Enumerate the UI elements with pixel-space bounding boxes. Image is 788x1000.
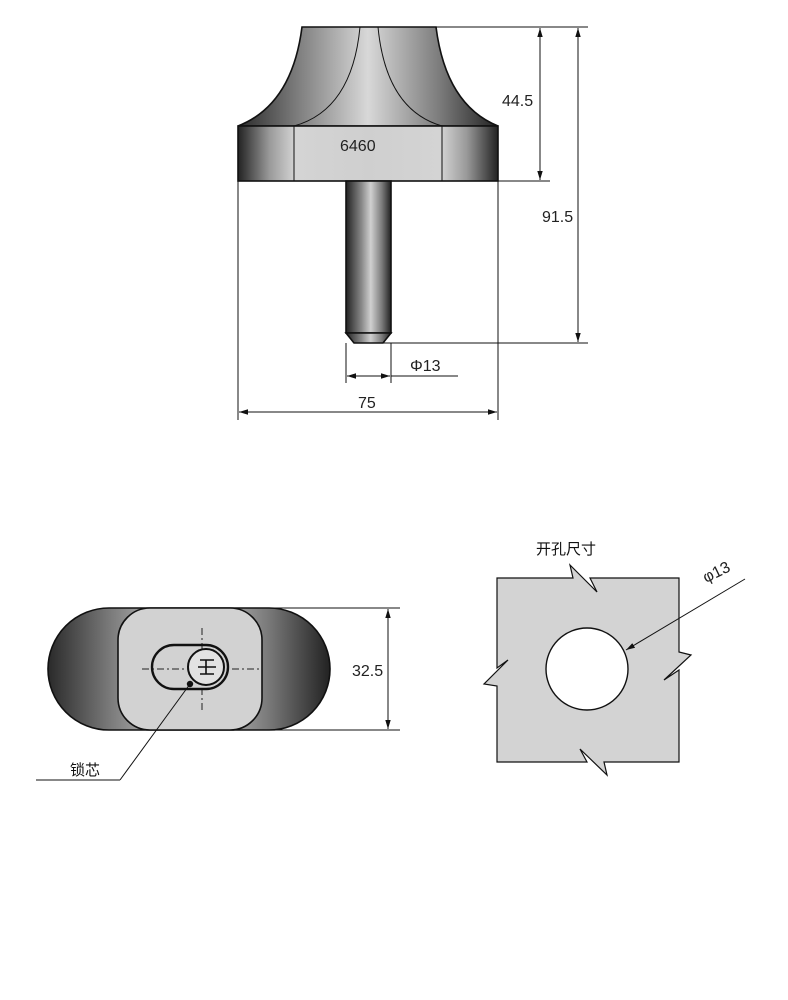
knob-flare-edge-left <box>293 26 361 127</box>
shaft-dia-label: Φ13 <box>410 358 441 375</box>
knob-flare <box>237 26 499 127</box>
model-label: 6460 <box>340 138 376 155</box>
cutout-hole <box>545 627 629 711</box>
head-height-label: 44.5 <box>502 93 533 110</box>
bottom-view: 锁芯 32.5 <box>36 607 400 781</box>
width-label: 75 <box>358 395 376 412</box>
lock-core-slot <box>150 643 230 691</box>
lock-core-leader <box>119 683 191 781</box>
front-view: 6460 44.5 91.5 Φ13 75 <box>237 26 588 420</box>
cutout-title: 开孔尺寸 <box>536 540 596 558</box>
knob-base <box>237 125 499 182</box>
oval-height-label: 32.5 <box>352 663 383 680</box>
shaft-tip <box>344 332 393 344</box>
cutout-view: 开孔尺寸 φ13 <box>482 540 746 777</box>
shaft <box>345 180 392 334</box>
knob-flare-edge-right <box>377 26 443 127</box>
total-height-label: 91.5 <box>542 209 573 226</box>
hole-dia-leader <box>625 578 746 651</box>
key-icon <box>198 659 216 675</box>
lock-core-label: 锁芯 <box>70 761 100 779</box>
hole-dia-label: φ13 <box>700 559 733 587</box>
